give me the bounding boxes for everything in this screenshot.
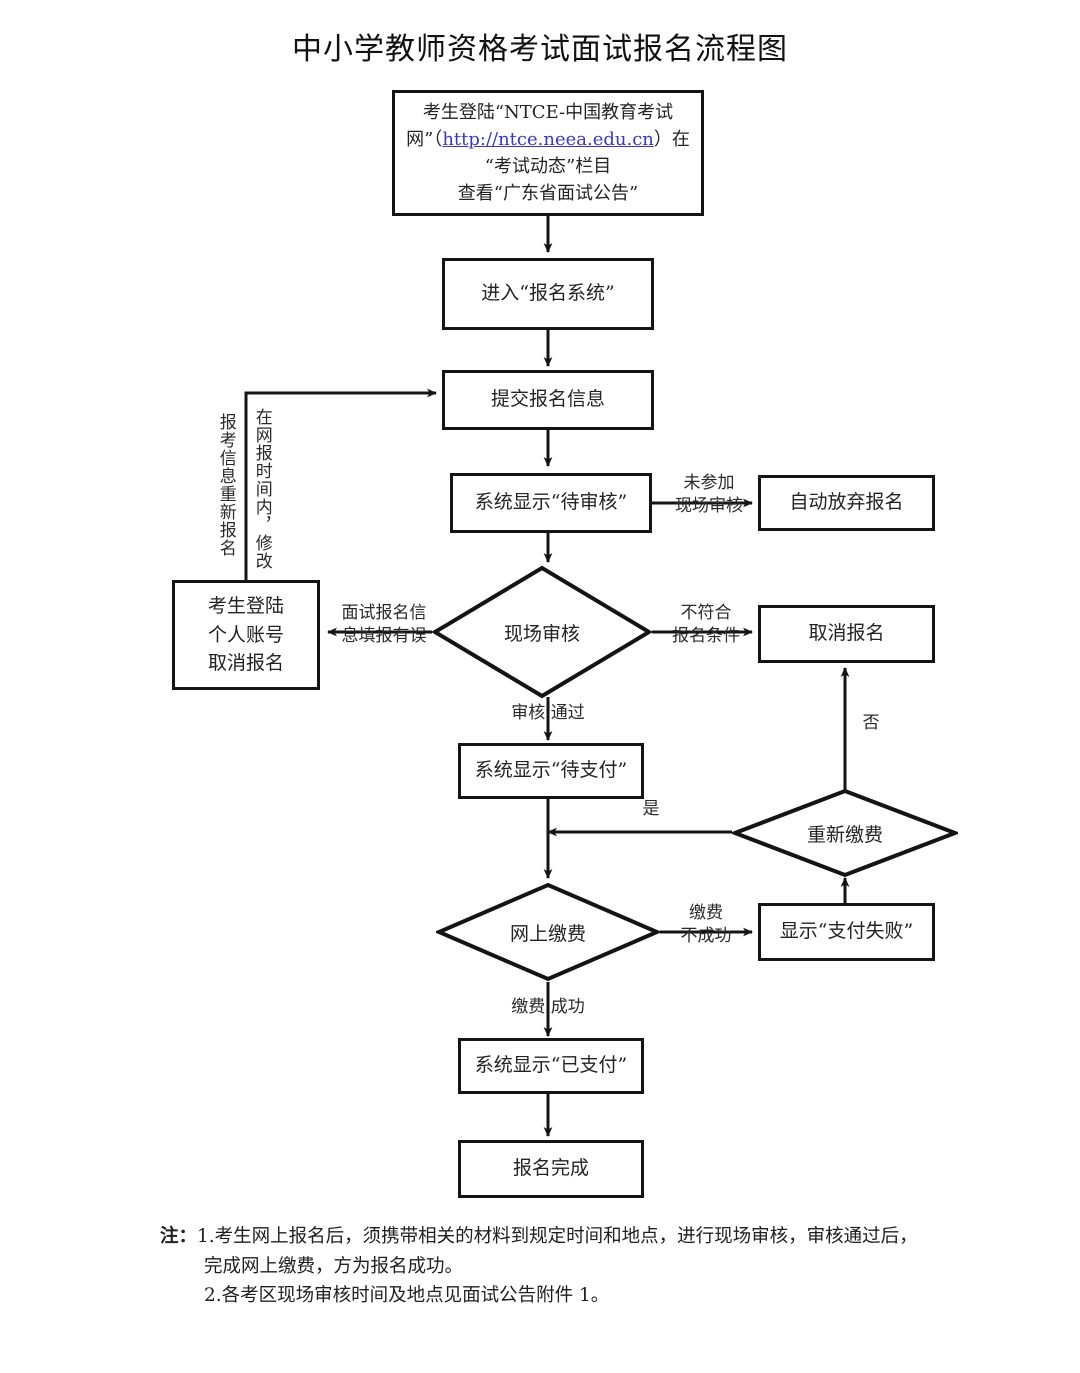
onsite-review-label: 现场审核	[503, 622, 580, 645]
edge-label-info-error: 面试报名信 息填报有误	[341, 603, 427, 646]
ntce-url-link[interactable]: http://ntce.neea.edu.cn	[442, 129, 654, 150]
node-enter-system[interactable]: 进入“报名系统”	[442, 258, 654, 330]
cancel-by-self-line2: 个人账号	[207, 623, 284, 646]
cancel-registration-label: 取消报名	[808, 622, 885, 645]
login-site-line2-pre: 网”（	[406, 129, 443, 150]
login-site-line2-post: ）在	[653, 129, 690, 150]
cancel-by-self-line3: 取消报名	[207, 652, 284, 675]
decision-onsite-review[interactable]: 现场审核	[432, 565, 652, 699]
notes-lead: 注：	[160, 1226, 198, 1247]
pending-review-label: 系统显示“待审核”	[474, 491, 628, 514]
login-site-line1: 考生登陆“NTCE-中国教育考试	[422, 102, 674, 123]
auto-abandon-label: 自动放弃报名	[789, 491, 904, 514]
payment-failed-label: 显示“支付失败”	[779, 920, 914, 943]
edge-label-modify-in-window: 在网报时间内，修改	[251, 408, 272, 570]
node-pending-review[interactable]: 系统显示“待审核”	[450, 473, 652, 533]
edge-label-review-passed: 审核 通过	[511, 703, 585, 723]
decision-online-payment[interactable]: 网上缴费	[436, 882, 660, 982]
node-paid[interactable]: 系统显示“已支付”	[458, 1038, 644, 1094]
diamond-shape-onlinepay	[436, 882, 660, 982]
page-title: 中小学教师资格考试面试报名流程图	[292, 32, 788, 67]
note-item2: 2.各考区现场审核时间及地点见面试公告附件 1。	[204, 1285, 610, 1307]
note-item1-b: 完成网上缴费，方为报名成功。	[204, 1255, 464, 1277]
edge-label-not-attend-onsite: 未参加 现场审核	[675, 473, 743, 516]
edge-label-pay-failed: 缴费 不成功	[680, 903, 732, 946]
node-finished[interactable]: 报名完成	[458, 1140, 644, 1198]
login-site-line4: 查看“广东省面试公告”	[457, 183, 639, 204]
wire-selfcancel-loop-to-submit	[244, 388, 437, 580]
cancel-by-self-line1: 考生登陆	[207, 595, 284, 618]
edge-label-repay-yes: 是	[642, 799, 660, 819]
diamond-shape-onsite	[432, 565, 652, 699]
edge-label-pay-success: 缴费 成功	[511, 997, 585, 1017]
node-pending-payment[interactable]: 系统显示“待支付”	[458, 743, 644, 799]
footer-notes: 注：1.考生网上报名后，须携带相关的材料到规定时间和地点，进行现场审核，审核通过…	[160, 1222, 990, 1311]
submit-info-label: 提交报名信息	[490, 388, 605, 411]
login-site-line2: 网”（http://ntce.neea.edu.cn）在	[406, 126, 690, 153]
edge-label-not-qualified: 不符合 报名条件	[672, 603, 740, 646]
note-row-1: 注：1.考生网上报名后，须携带相关的材料到规定时间和地点，进行现场审核，审核通过…	[160, 1222, 990, 1252]
paid-label: 系统显示“已支付”	[474, 1054, 628, 1077]
decision-repay[interactable]: 重新缴费	[732, 788, 958, 878]
node-cancel-registration[interactable]: 取消报名	[758, 605, 935, 663]
diamond-shape-repay	[732, 788, 958, 878]
note-item1-a: 1.考生网上报名后，须携带相关的材料到规定时间和地点，进行现场审核，审核通过后，	[197, 1226, 918, 1247]
node-cancel-by-self[interactable]: 考生登陆 个人账号 取消报名	[172, 580, 320, 690]
repay-label: 重新缴费	[806, 823, 883, 846]
edge-label-repay-no: 否	[862, 713, 880, 733]
edge-label-re-register-info: 报考信息重新报名	[215, 413, 236, 557]
node-payment-failed[interactable]: 显示“支付失败”	[758, 903, 935, 961]
enter-system-label: 进入“报名系统”	[481, 282, 615, 305]
finished-label: 报名完成	[512, 1157, 589, 1180]
node-auto-abandon[interactable]: 自动放弃报名	[758, 475, 935, 531]
online-payment-label: 网上缴费	[509, 922, 586, 945]
node-login-site[interactable]: 考生登陆“NTCE-中国教育考试 网”（http://ntce.neea.edu…	[392, 90, 704, 216]
login-site-line3: “考试动态”栏目	[484, 156, 612, 177]
pending-payment-label: 系统显示“待支付”	[474, 759, 628, 782]
node-submit-info[interactable]: 提交报名信息	[442, 370, 654, 430]
